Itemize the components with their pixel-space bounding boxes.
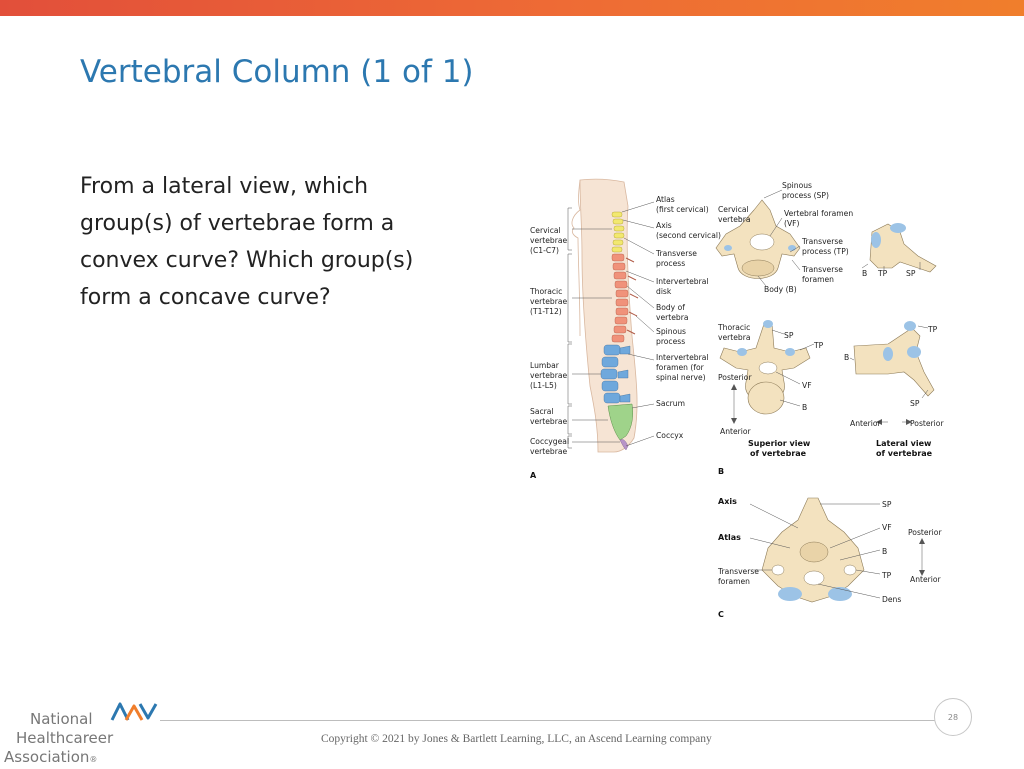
label-body-b: Body (B): [764, 285, 797, 294]
label-atlas-c: Atlas: [718, 533, 741, 542]
panel-a-letter: A: [530, 471, 537, 480]
label-thor-b: B: [802, 403, 807, 412]
thoracic-segment: [611, 253, 639, 343]
label-coccygeal-vertebrae: Coccygeal vertebrae: [530, 437, 571, 456]
label-vertebral-foramen-vf: Vertebral foramen (VF): [784, 209, 856, 228]
caption-lateral-view: Lateral view of vertebrae: [876, 439, 934, 458]
nha-logo: National Healthcareer Association®: [4, 700, 164, 766]
label-lat-b: B: [862, 269, 867, 278]
label-thor-tp: TP: [813, 341, 824, 350]
label-lumbar-vertebrae: Lumbar vertebrae (L1-L5): [530, 361, 570, 390]
logo-line-3-text: Association: [4, 748, 90, 766]
label-atlas: Atlas (first cervical): [656, 195, 709, 214]
slide-title: Vertebral Column (1 of 1): [80, 54, 474, 90]
label-thor-anterior: Anterior: [720, 427, 752, 436]
label-intervertebral-foramen: Intervertebral foramen (for spinal nerve…: [656, 353, 711, 382]
top-accent-bar: [0, 0, 1024, 16]
caption-superior-view: Superior view of vertebrae: [748, 439, 813, 458]
footer-divider: [160, 720, 936, 721]
label-thorlat-sp: SP: [910, 399, 920, 408]
label-c-posterior: Posterior: [908, 528, 942, 537]
lumbar-segment: [600, 344, 631, 404]
label-c-sp: SP: [882, 500, 892, 509]
logo-line-1: National: [30, 710, 93, 728]
copyright-notice: Copyright © 2021 by Jones & Bartlett Lea…: [321, 733, 712, 745]
label-sacrum: Sacrum: [656, 399, 685, 408]
label-thoracic-vertebra: Thoracic vertebra: [717, 323, 753, 342]
label-c-dens: Dens: [882, 595, 901, 604]
label-cervical-vertebrae: Cervical vertebrae (C1-C7): [530, 226, 570, 255]
label-intervertebral-disk: Intervertebral disk: [656, 277, 711, 296]
cervical-segment: [611, 211, 625, 253]
logo-line-3: Association®: [4, 748, 97, 769]
panel-c-letter: C: [718, 610, 724, 619]
label-sacral-vertebrae: Sacral vertebrae: [530, 407, 568, 426]
label-thor-vf: VF: [802, 381, 812, 390]
label-thor-sp: SP: [784, 331, 794, 340]
label-axis-c: Axis: [718, 497, 737, 506]
panel-b-cervical-lateral: B TP SP: [861, 223, 937, 278]
label-thor-posterior: Posterior: [718, 373, 752, 382]
question-text: From a lateral view, which group(s) of v…: [80, 174, 414, 310]
panel-b-cervical-superior: Cervical vertebra Spinous process (SP) V…: [715, 181, 856, 294]
logo-line-2: Healthcareer: [16, 729, 114, 747]
label-thorlat-posterior: Posterior: [910, 419, 944, 428]
panel-b-thoracic-superior: Thoracic vertebra SP TP VF B Posterior A…: [717, 320, 824, 458]
label-lat-sp: SP: [906, 269, 916, 278]
label-thorlat-b: B: [844, 353, 849, 362]
panel-b-letter: B: [718, 467, 724, 476]
right-labels: Atlas (first cervical) Axis (second cerv…: [655, 195, 721, 440]
label-c-vf: VF: [882, 523, 892, 532]
panel-b-thoracic-lateral: TP B SP Anterior Posterior Lateral view …: [844, 321, 944, 458]
label-c-b: B: [882, 547, 887, 556]
panel-c-atlas-axis: Axis Atlas Transverse foramen SP VF B TP…: [717, 497, 942, 604]
label-thoracic-vertebrae: Thoracic vertebrae (T1-T12): [529, 287, 570, 316]
label-spinous-process: Spinous process: [656, 327, 688, 346]
page-number-badge: 28: [934, 698, 972, 736]
label-axis: Axis (second cervical): [656, 221, 721, 240]
left-labels: Cervical vertebrae (C1-C7) Thoracic vert…: [529, 226, 571, 456]
label-transverse-foramen: Transverse foramen: [801, 265, 845, 284]
label-spinous-process-sp: Spinous process (SP): [782, 181, 829, 200]
vertebral-column-figure: Cervical vertebrae (C1-C7) Thoracic vert…: [528, 176, 948, 626]
label-transverse-process: Transverse process: [655, 249, 699, 268]
panel-a-spine: Cervical vertebrae (C1-C7) Thoracic vert…: [529, 178, 721, 480]
page-number: 28: [947, 712, 959, 722]
label-coccyx: Coccyx: [656, 431, 684, 440]
label-c-anterior: Anterior: [910, 575, 942, 584]
label-thorlat-tp: TP: [927, 325, 938, 334]
label-cervical-vertebra: Cervical vertebra: [718, 205, 751, 224]
label-transverse-process-tp: Transverse process (TP): [801, 237, 849, 256]
logo-mark-icon: [110, 702, 158, 721]
label-lat-tp: TP: [877, 269, 888, 278]
logo-registered-mark: ®: [89, 755, 98, 764]
label-c-tp: TP: [881, 571, 892, 580]
sacrum-segment: [607, 403, 633, 451]
label-body-of-vertebra: Body of vertebra: [656, 303, 689, 322]
label-transverse-foramen-c: Transverse foramen: [717, 567, 761, 586]
label-thorlat-anterior: Anterior: [850, 419, 882, 428]
